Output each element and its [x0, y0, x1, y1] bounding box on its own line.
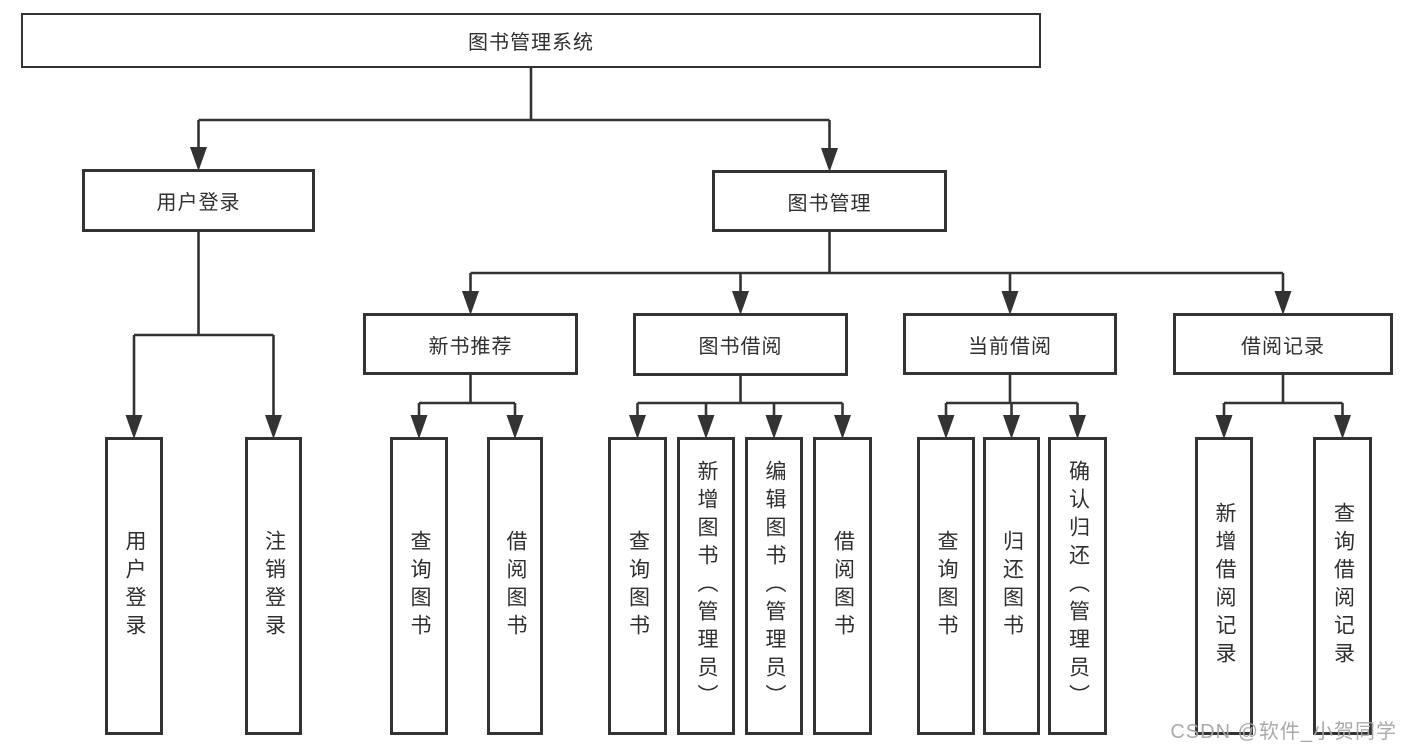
- node-label-confirm-return-admin: 确认归还（管理员）: [1066, 460, 1090, 712]
- node-label-add-books-admin: 新增图书（管理员）: [695, 460, 718, 712]
- node-label-new-book-rec: 新书推荐: [428, 335, 513, 358]
- node-label-borrow-books-rec: 借阅图书: [504, 530, 527, 642]
- node-label-book-mgmt: 图书管理: [787, 192, 872, 215]
- node-query-borrow-record: 查询借阅记录: [1313, 437, 1372, 735]
- node-borrow-books-rec: 借阅图书: [487, 437, 543, 735]
- node-book-borrow: 图书借阅: [633, 313, 848, 376]
- node-book-mgmt: 图书管理: [712, 170, 947, 232]
- node-query-books-borrow: 查询图书: [608, 437, 667, 735]
- node-borrow-records: 借阅记录: [1173, 313, 1393, 375]
- node-label-borrow-records: 借阅记录: [1241, 335, 1325, 358]
- node-label-add-borrow-record: 新增借阅记录: [1213, 502, 1236, 670]
- node-label-query-borrow-record: 查询借阅记录: [1331, 502, 1355, 670]
- node-new-book-rec: 新书推荐: [363, 313, 578, 375]
- node-label-logout-leaf: 注销登录: [262, 530, 286, 642]
- node-query-books-rec: 查询图书: [390, 437, 448, 735]
- node-confirm-return-admin: 确认归还（管理员）: [1048, 437, 1107, 735]
- node-borrow-books-borrow: 借阅图书: [813, 437, 872, 735]
- node-label-user-login: 用户登录: [156, 192, 241, 214]
- node-user-login-leaf: 用户登录: [105, 437, 163, 735]
- node-current-borrow: 当前借阅: [903, 313, 1117, 375]
- node-label-borrow-books-borrow: 借阅图书: [831, 530, 855, 642]
- node-label-return-books: 归还图书: [1000, 530, 1024, 642]
- node-label-user-login-leaf: 用户登录: [123, 530, 146, 642]
- node-query-books-current: 查询图书: [917, 437, 975, 735]
- node-label-edit-books-admin: 编辑图书（管理员）: [763, 460, 786, 712]
- node-label-current-borrow: 当前借阅: [968, 335, 1052, 358]
- node-root: 图书管理系统: [21, 13, 1041, 68]
- node-label-query-books-rec: 查询图书: [408, 530, 431, 642]
- node-add-borrow-record: 新增借阅记录: [1195, 437, 1253, 735]
- node-label-query-books-borrow: 查询图书: [626, 530, 650, 642]
- node-label-root: 图书管理系统: [468, 32, 594, 54]
- node-label-book-borrow: 图书借阅: [698, 336, 783, 358]
- node-logout-leaf: 注销登录: [245, 437, 302, 735]
- watermark: CSDN @软件_小贺同学: [1170, 721, 1397, 743]
- node-return-books: 归还图书: [983, 437, 1040, 735]
- node-label-query-books-current: 查询图书: [935, 530, 958, 642]
- node-user-login: 用户登录: [82, 169, 315, 232]
- node-add-books-admin: 新增图书（管理员）: [677, 437, 735, 735]
- node-edit-books-admin: 编辑图书（管理员）: [745, 437, 803, 735]
